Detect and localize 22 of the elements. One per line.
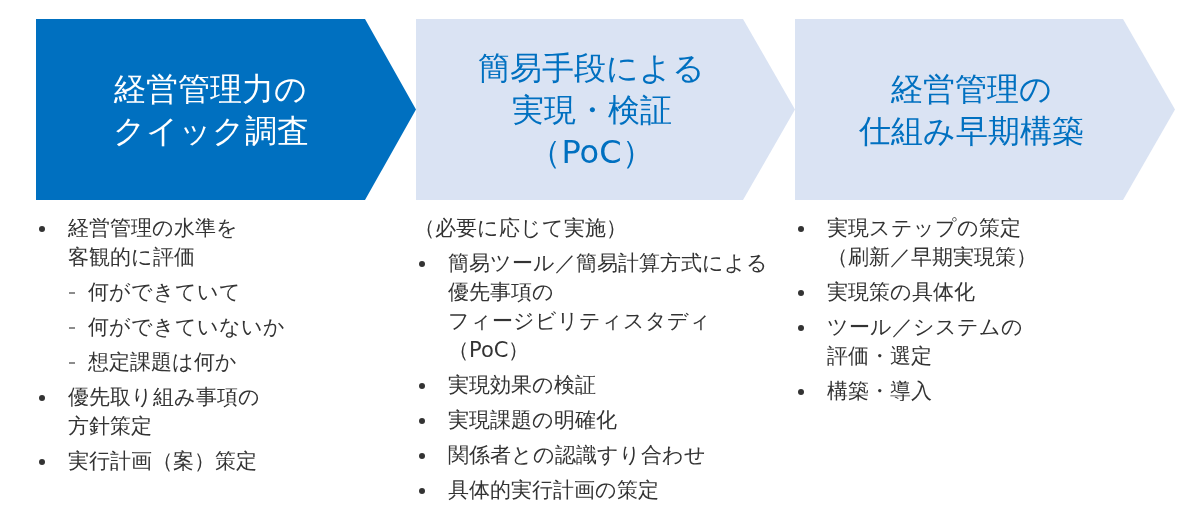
list-item-text: 実行計画（案）策定	[68, 448, 257, 475]
sub-item-text: 何ができていて	[88, 279, 241, 306]
note-text: （必要に応じて実施）	[414, 215, 627, 242]
list-item-text: 構築・導入	[827, 378, 932, 405]
arrow	[1123, 19, 1175, 200]
arrow	[365, 19, 416, 200]
list-item-text: 関係者との認識すり合わせ	[448, 442, 706, 469]
list-item-text: 実現課題の明確化	[448, 407, 617, 434]
list-item-text: 簡易ツール／簡易計算方式による優先事項のフィージビリティスタディ（PoC）	[448, 250, 768, 364]
sub-item-text: 何ができていないか	[88, 314, 285, 341]
list-item-text: 実現ステップの策定（刷新／早期実現策）	[827, 215, 1038, 271]
list-item-text: ツール／システムの評価・選定	[827, 314, 1024, 370]
list-item-text: 具体的実行計画の策定	[448, 477, 659, 504]
sub-item-text: 想定課題は何か	[88, 349, 237, 376]
arrow	[743, 19, 795, 200]
step-title: 経営管理の仕組み早期構築	[857, 68, 1085, 152]
step-title: 経営管理力のクイック調査	[111, 68, 310, 152]
list-item-text: 優先取り組み事項の方針策定	[68, 384, 261, 440]
step-title: 簡易手段による実現・検証（PoC）	[477, 47, 706, 173]
list-item-text: 経営管理の水準を客観的に評価	[68, 215, 239, 271]
list-item-text: 実現効果の検証	[448, 372, 596, 399]
list-item-text: 実現策の具体化	[827, 279, 975, 306]
